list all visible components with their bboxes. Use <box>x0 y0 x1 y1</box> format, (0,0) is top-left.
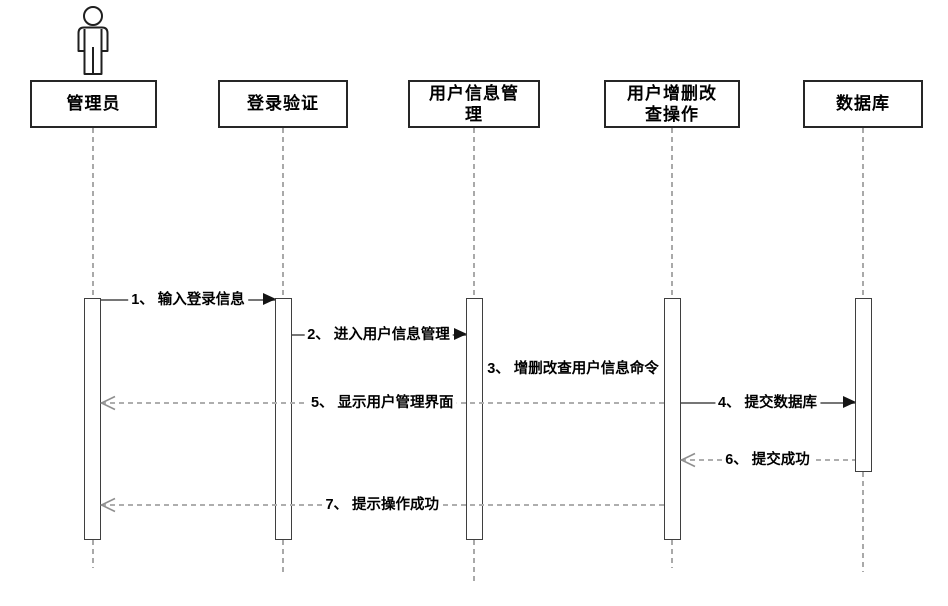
message-label: 6、 提交成功 <box>722 450 813 470</box>
message-label: 4、 提交数据库 <box>714 393 821 413</box>
activation-bar-database <box>854 298 872 472</box>
lifeline-head-database: 数据库 <box>803 80 923 128</box>
actor-icon <box>77 6 109 75</box>
lifeline-database <box>862 128 864 298</box>
lifeline-head-label: 用户信息管 理 <box>429 83 519 124</box>
message-label: 7、 提示操作成功 <box>322 495 443 515</box>
activation-bar-user-info-mgmt <box>465 298 483 540</box>
message-label: 1、 输入登录信息 <box>128 290 248 310</box>
lifeline-user-info-mgmt <box>473 128 475 298</box>
filled-arrowhead-icon <box>263 293 276 305</box>
lifeline-user-crud <box>671 128 673 298</box>
lifeline-head-admin: 管理员 <box>30 80 157 128</box>
lifeline-head-label: 登录验证 <box>247 94 319 114</box>
lifeline-head-user-info-mgmt: 用户信息管 理 <box>408 80 540 128</box>
message-label: 3、 增删改查用户信息命令 <box>484 359 662 379</box>
lifeline-login-verify <box>282 128 284 298</box>
activation-bar-user-crud <box>663 298 681 540</box>
lifeline-admin <box>91 128 94 298</box>
filled-arrowhead-icon <box>842 396 856 408</box>
lifeline-database-tail <box>862 472 864 572</box>
lifeline-user-crud-tail <box>671 540 673 568</box>
activation-bar-login-verify <box>274 298 292 540</box>
lifeline-head-user-crud: 用户增删改 查操作 <box>604 80 740 128</box>
open-arrowhead-icon <box>100 497 116 513</box>
lifeline-head-label: 管理员 <box>66 94 121 114</box>
lifeline-head-label: 数据库 <box>836 94 890 114</box>
lifeline-admin-tail <box>91 540 94 568</box>
open-arrowhead-icon <box>679 452 695 468</box>
filled-arrowhead-icon <box>453 328 467 340</box>
lifeline-user-info-mgmt-tail <box>473 540 475 584</box>
message-label: 2、 进入用户信息管理 <box>304 325 453 345</box>
activation-bar-admin <box>84 298 101 540</box>
lifeline-login-verify-tail <box>282 540 284 575</box>
open-arrowhead-icon <box>100 395 116 411</box>
message-label: 5、 显示用户管理界面 <box>307 393 457 413</box>
lifeline-head-label: 用户增删改 查操作 <box>627 83 717 124</box>
lifeline-head-login-verify: 登录验证 <box>218 80 348 128</box>
